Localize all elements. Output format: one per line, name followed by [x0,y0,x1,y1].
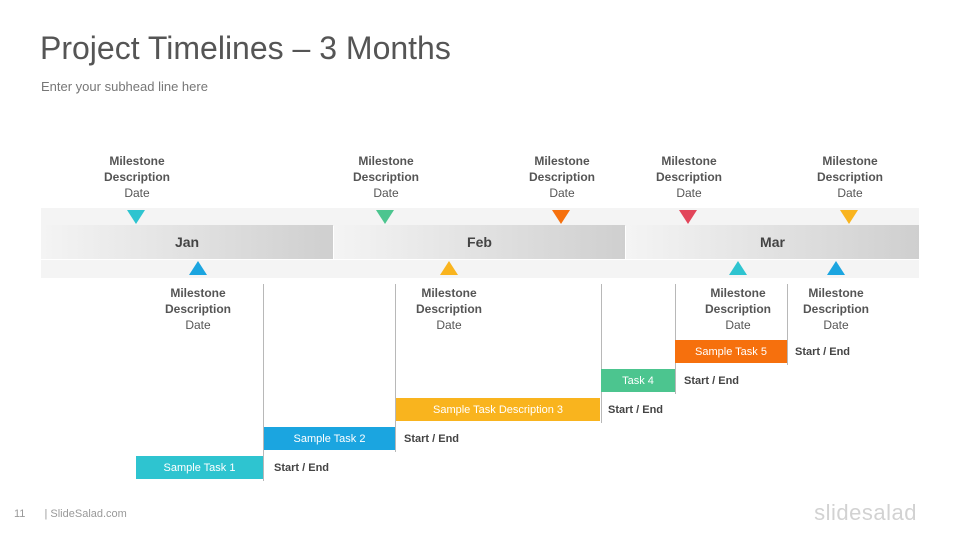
timeline-bottom-band [41,260,919,278]
milestone-title: Milestone Description [164,286,231,316]
milestone-marker-down-3 [552,210,570,224]
milestone-title: Milestone Description [816,154,883,184]
task-range-1: Start / End [274,462,330,474]
milestone-top-2: Milestone Description Date [326,153,446,201]
milestone-date: Date [124,186,150,200]
milestone-marker-up-3 [729,261,747,275]
milestone-title: Milestone Description [528,154,595,184]
timeline-top-band [41,208,919,226]
milestone-top-4: Milestone Description Date [629,153,749,201]
milestone-date: Date [676,186,702,200]
milestone-marker-up-2 [440,261,458,275]
guide-line [787,284,788,365]
task-range-4: Start / End [684,375,740,387]
milestone-top-1: Milestone Description Date [77,153,197,201]
milestone-bottom-1: Milestone Description Date [138,285,258,333]
page-title: Project Timelines – 3 Months [40,30,451,66]
milestone-bottom-3: Milestone Description Date [678,285,798,333]
slidesalad-logo: slidesalad [814,500,917,525]
task-bar-1: Sample Task 1 [136,456,263,479]
milestone-date: Date [725,318,751,332]
footer-source: | SlideSalad.com [44,508,127,520]
milestone-marker-down-5 [840,210,858,224]
guide-line [395,284,396,452]
milestone-marker-down-2 [376,210,394,224]
task-range-5: Start / End [795,346,851,358]
guide-line [263,284,264,481]
task-bar-5: Sample Task 5 [675,340,787,363]
milestone-title: Milestone Description [415,286,482,316]
milestone-date: Date [837,186,863,200]
task-bar-4: Task 4 [601,369,675,392]
task-range-2: Start / End [404,433,460,445]
milestone-marker-up-1 [189,261,207,275]
guide-line [601,284,602,423]
footer: 11 | SlideSalad.com [14,508,127,520]
page-number: 11 [14,508,26,520]
milestone-title: Milestone Description [103,154,170,184]
milestone-bottom-4: Milestone Description Date [776,285,896,333]
milestone-marker-down-1 [127,210,145,224]
month-feb: Feb [334,225,625,259]
milestone-marker-up-4 [827,261,845,275]
task-bar-3: Sample Task Description 3 [396,398,600,421]
milestone-date: Date [436,318,462,332]
milestone-date: Date [373,186,399,200]
milestone-bottom-2: Milestone Description Date [389,285,509,333]
milestone-date: Date [823,318,849,332]
page-subtitle: Enter your subhead line here [41,79,208,94]
month-jan: Jan [41,225,333,259]
milestone-date: Date [185,318,211,332]
task-range-3: Start / End [608,404,664,416]
milestone-title: Milestone Description [802,286,869,316]
milestone-top-3: Milestone Description Date [502,153,622,201]
milestone-top-5: Milestone Description Date [790,153,910,201]
month-mar: Mar [626,225,919,259]
milestone-title: Milestone Description [655,154,722,184]
milestone-title: Milestone Description [704,286,771,316]
task-bar-2: Sample Task 2 [264,427,395,450]
milestone-title: Milestone Description [352,154,419,184]
milestone-date: Date [549,186,575,200]
milestone-marker-down-4 [679,210,697,224]
guide-line [675,284,676,394]
